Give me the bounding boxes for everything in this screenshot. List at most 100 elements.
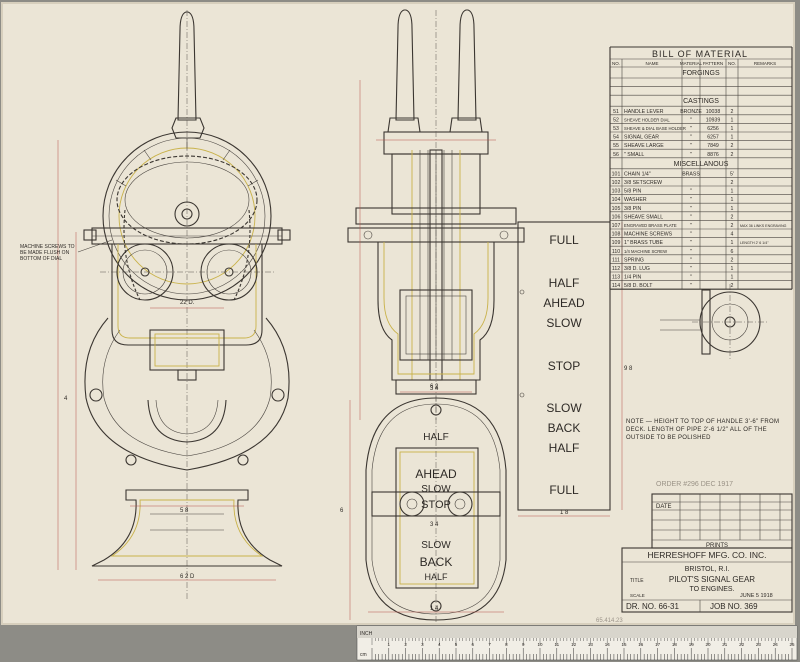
sheave-detail — [660, 284, 768, 360]
drawing-title-1: PILOT'S SIGNAL GEAR — [669, 575, 755, 584]
bom-row-cell: " — [690, 266, 692, 272]
bom-row-cell: 3/8 PIN — [624, 206, 642, 212]
ruler-number: 1 — [388, 642, 391, 647]
archive-stamp: 65.414.23 — [596, 618, 623, 624]
bom-row-cell: 104 — [612, 197, 621, 203]
bom-row-cell: SHEAVE HOLDER DIAL — [624, 117, 670, 122]
dim-6: 6 — [340, 508, 344, 514]
bom-row-cell: " — [690, 240, 692, 246]
ruler-number: 24 — [773, 642, 779, 647]
ruler-number: 14 — [605, 642, 611, 647]
bom-section-label: CASTINGS — [683, 98, 719, 105]
ruler-number: 15 — [621, 642, 627, 647]
bom-row-cell: " — [690, 257, 692, 263]
bom-row-cell: 2 — [731, 257, 734, 263]
ruler-number: 22 — [739, 642, 745, 647]
bom-row-cell: " SMALL — [624, 152, 644, 158]
bom-header: MATERIAL — [680, 61, 703, 66]
dim-58: 5 8 — [180, 508, 189, 514]
ruler-number: 19 — [689, 642, 695, 647]
bom-row-cell: 1 — [731, 266, 734, 272]
ruler-number: 9 — [522, 642, 525, 647]
ruler-number: 4 — [438, 642, 441, 647]
title-block-date-label: DATE — [656, 504, 672, 510]
drawing-title-2: TO ENGINES. — [690, 586, 735, 593]
bom-row-cell: 3/8 D. LUG — [624, 266, 650, 272]
dimension-labels: 22 D. 5 8 6 2 D 3 4 1 8 1 4 6 4 9 8 6 2 … — [64, 300, 633, 612]
bom-row-cell: SIGNAL GEAR — [624, 135, 659, 141]
bom-row-cell: 3/8 SETSCREW — [624, 180, 662, 186]
ruler-number: 12 — [571, 642, 577, 647]
company-name: HERRESHOFF MFG. CO. INC. — [648, 550, 767, 560]
bom-row-cell: 106 — [612, 214, 621, 220]
plan-word-back: BACK — [420, 555, 453, 569]
bom-row-cell: 1 — [731, 135, 734, 141]
bom-row-cell: " — [690, 143, 692, 149]
plan-view — [349, 396, 507, 624]
dim-62b: 6 2 — [430, 384, 439, 390]
drawing-date: JUNE 5 1918 — [740, 593, 773, 599]
dial-word-stop: STOP — [548, 359, 580, 373]
plan-word-half-back: HALF — [424, 572, 448, 582]
side-elevation — [347, 9, 525, 420]
bom-row-cell: LENGTH 2' 6 1/4" — [740, 241, 769, 245]
drawing-number: DR. NO. 66-31 — [626, 602, 679, 611]
bom-row-cell: 8876 — [707, 152, 719, 158]
dial-word-ahead: AHEAD — [543, 296, 585, 310]
dim-4: 4 — [64, 396, 68, 402]
bom-row-cell: BRASS — [682, 171, 700, 177]
dial-word-back: BACK — [548, 421, 581, 435]
bom-header: NAME — [645, 61, 658, 66]
bom-row-cell: 52 — [613, 117, 619, 123]
plan-word-ahead: AHEAD — [415, 467, 457, 481]
bom-row-cell: 54 — [613, 135, 619, 141]
bom-row-cell: 110 — [612, 249, 620, 255]
dim-14: 1 4 — [430, 606, 439, 612]
dial-word-slow-back: SLOW — [546, 401, 582, 415]
company-city: BRISTOL, R.I. — [685, 566, 730, 573]
bom-row-cell: 113 — [612, 275, 620, 281]
bom-row-cell: 4 — [731, 232, 734, 238]
bom-row-cell: SHEAVE SMALL — [624, 214, 663, 220]
bom-row-cell: 101 — [612, 171, 621, 177]
bom-row-cell: 7849 — [707, 143, 719, 149]
plan-word-stop: STOP — [421, 499, 451, 511]
ruler-number: 8 — [505, 642, 508, 647]
bom-row-cell: SHEAVE LARGE — [624, 143, 664, 149]
plan-word-slow: SLOW — [421, 484, 451, 495]
bom-row-cell: CHAIN 1/4" — [624, 171, 651, 177]
bom-row-cell: " — [690, 275, 692, 281]
bom-row-cell: 2 — [731, 214, 734, 220]
ruler-number: 20 — [705, 642, 711, 647]
bom-row-cell: 109 — [612, 240, 621, 246]
bom-row-cell: 105 — [612, 206, 621, 212]
bom-row-cell: " — [690, 197, 692, 203]
bom-row-cell: ENGRAVED BRASS PLATE — [624, 223, 677, 228]
bom-row-cell: " — [690, 152, 692, 158]
ruler-number: 13 — [588, 642, 594, 647]
bom-row-cell: 1 — [731, 117, 734, 123]
bom-row-cell: MACHINE SCREWS — [624, 232, 673, 238]
bom-row-cell: 1 — [731, 275, 734, 281]
bom-section-label: MISCELLANOUS — [674, 161, 729, 168]
bom-row-cell: 51 — [613, 109, 619, 115]
paper — [2, 3, 794, 624]
bom-row-cell: 55 — [613, 143, 619, 149]
pencil-order-note: ORDER #296 DEC 1917 — [656, 481, 733, 488]
ruler-cm-label: cm — [360, 652, 367, 658]
bom-row-cell: 10038 — [706, 109, 721, 115]
bom-row-cell: " — [690, 206, 692, 212]
bom-header: REMARKS — [754, 61, 776, 66]
bom-row-cell: 111 — [612, 257, 620, 263]
bom-row-cell: 2 — [731, 109, 734, 115]
bom-row-cell: 1/4 MACHINE SCREW — [624, 249, 667, 254]
bom-row-cell: " — [690, 214, 692, 220]
dial-plate — [517, 221, 611, 511]
bom-row-cell: 5' — [730, 171, 734, 177]
bom-row-cell: 108 — [612, 232, 621, 238]
ruler-number: 5 — [455, 642, 458, 647]
bom-row-cell: 6257 — [707, 135, 719, 141]
dial-word-full-top: FULL — [549, 233, 579, 247]
